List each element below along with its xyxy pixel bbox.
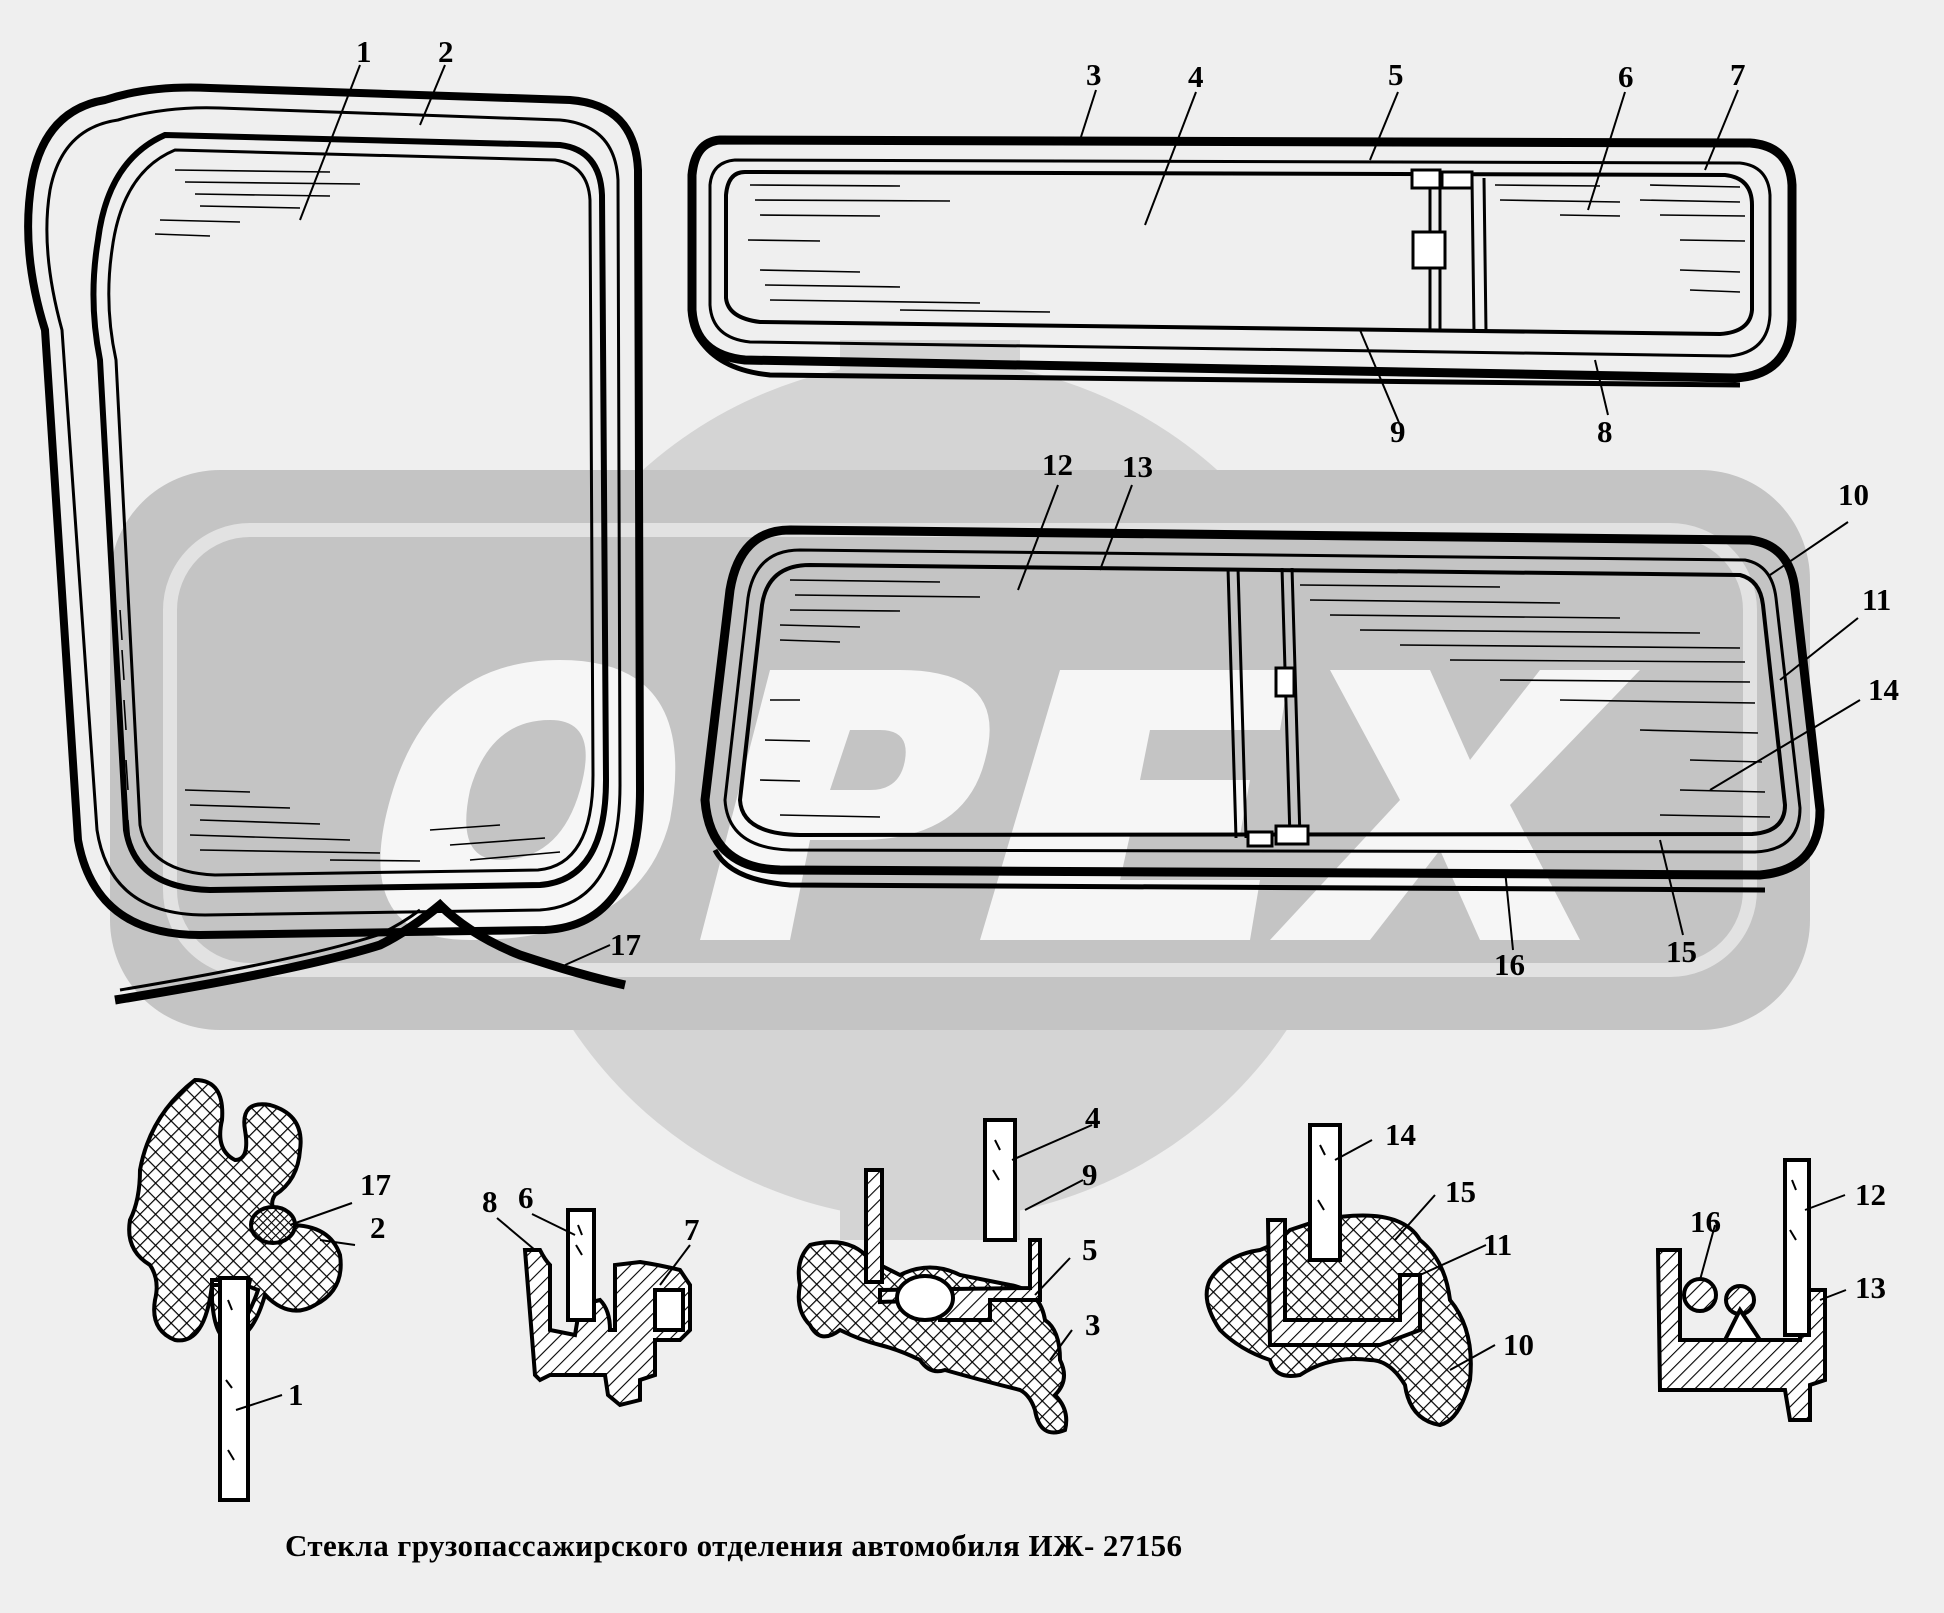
callout-3: 3 [1086, 57, 1102, 92]
callout-d-14: 14 [1385, 1117, 1416, 1152]
middle-sliding-window [700, 525, 1825, 893]
watermark-logo [110, 340, 1810, 1240]
callout-e-16: 16 [1690, 1204, 1721, 1239]
callout-12: 12 [1042, 447, 1073, 482]
top-sliding-window [687, 135, 1797, 388]
callout-b-6: 6 [518, 1180, 534, 1215]
callout-5: 5 [1388, 57, 1404, 92]
figure-caption: Стекла грузопассажирского отделения авто… [285, 1528, 1183, 1563]
large-window [24, 83, 645, 1005]
callout-a-1: 1 [288, 1377, 304, 1412]
callout-leader-lines [235, 64, 1861, 1411]
callout-c-3: 3 [1085, 1307, 1101, 1342]
callout-a-17: 17 [360, 1167, 391, 1202]
callout-b-8: 8 [482, 1184, 498, 1219]
callout-6: 6 [1618, 59, 1634, 94]
callout-a-2: 2 [370, 1210, 386, 1245]
callout-10: 10 [1838, 477, 1869, 512]
callout-11: 11 [1862, 582, 1891, 617]
callout-b-7: 7 [684, 1212, 700, 1247]
seal-section-b [522, 1208, 692, 1408]
callout-e-12: 12 [1855, 1177, 1886, 1212]
callout-9: 9 [1390, 414, 1406, 449]
callout-numbers: 1 2 17 3 4 5 6 7 8 9 10 11 12 13 14 15 1… [288, 34, 1899, 1412]
callout-d-11: 11 [1483, 1227, 1512, 1262]
callout-13: 13 [1122, 449, 1153, 484]
seal-section-d [1204, 1123, 1473, 1428]
callout-16: 16 [1494, 947, 1525, 982]
callout-c-5: 5 [1082, 1232, 1098, 1267]
callout-1: 1 [356, 34, 372, 69]
callout-17: 17 [610, 927, 641, 962]
callout-14: 14 [1868, 672, 1899, 707]
callout-c-4: 4 [1085, 1100, 1101, 1135]
callout-d-10: 10 [1503, 1327, 1534, 1362]
callout-8: 8 [1597, 414, 1613, 449]
seal-section-e [1655, 1158, 1827, 1422]
seal-section-a [127, 1077, 343, 1502]
callout-15: 15 [1666, 934, 1697, 969]
callout-c-9: 9 [1082, 1157, 1098, 1192]
callout-d-15: 15 [1445, 1174, 1476, 1209]
callout-e-13: 13 [1855, 1270, 1886, 1305]
seal-section-c [796, 1118, 1069, 1435]
callout-7: 7 [1730, 57, 1746, 92]
callout-4: 4 [1188, 59, 1204, 94]
callout-2: 2 [438, 34, 454, 69]
